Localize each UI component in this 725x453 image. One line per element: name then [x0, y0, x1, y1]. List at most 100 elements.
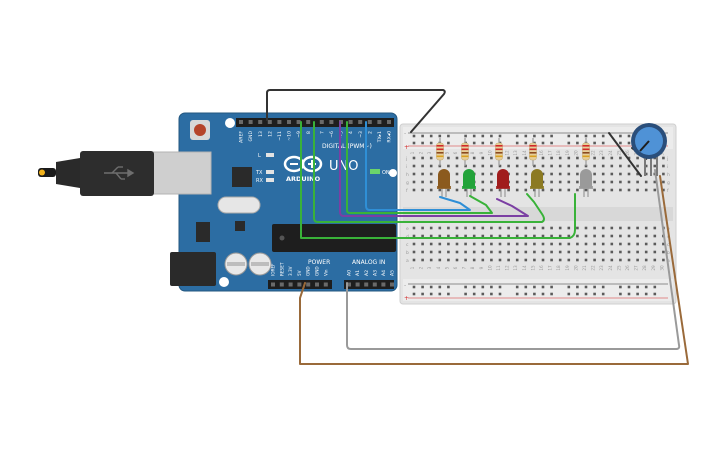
breadboard-hole[interactable]: [576, 234, 579, 238]
breadboard-hole[interactable]: [481, 156, 485, 160]
breadboard-hole[interactable]: [524, 164, 528, 168]
breadboard-hole[interactable]: [515, 226, 519, 230]
led-1[interactable]: [438, 169, 450, 188]
breadboard-hole[interactable]: [464, 188, 467, 192]
rail-hole[interactable]: [438, 134, 442, 138]
breadboard-hole[interactable]: [455, 172, 459, 176]
breadboard-hole[interactable]: [438, 226, 442, 230]
breadboard-hole[interactable]: [421, 234, 424, 238]
breadboard-hole[interactable]: [412, 226, 416, 230]
breadboard-hole[interactable]: [550, 226, 553, 230]
header-pin[interactable]: [358, 120, 363, 124]
breadboard-hole[interactable]: [619, 188, 622, 192]
breadboard-hole[interactable]: [515, 180, 519, 184]
header-pin[interactable]: [323, 282, 328, 287]
breadboard-hole[interactable]: [438, 188, 442, 192]
rail-hole[interactable]: [524, 141, 528, 145]
breadboard-hole[interactable]: [593, 156, 596, 160]
breadboard-hole[interactable]: [550, 180, 553, 184]
breadboard-hole[interactable]: [644, 234, 648, 238]
rail-hole[interactable]: [481, 292, 485, 296]
breadboard-hole[interactable]: [498, 250, 502, 254]
breadboard-hole[interactable]: [601, 250, 605, 254]
breadboard-hole[interactable]: [627, 250, 631, 254]
rail-hole[interactable]: [593, 285, 596, 289]
header-pin[interactable]: [355, 282, 360, 287]
breadboard-hole[interactable]: [601, 226, 605, 230]
breadboard-hole[interactable]: [472, 164, 476, 168]
rail-hole[interactable]: [541, 292, 545, 296]
breadboard-hole[interactable]: [541, 172, 545, 176]
breadboard-hole[interactable]: [610, 242, 614, 246]
header-pin[interactable]: [364, 282, 369, 287]
breadboard-hole[interactable]: [601, 172, 605, 176]
breadboard-hole[interactable]: [515, 188, 519, 192]
breadboard-hole[interactable]: [593, 188, 596, 192]
header-pin[interactable]: [347, 282, 351, 287]
breadboard-hole[interactable]: [619, 164, 622, 168]
rail-hole[interactable]: [584, 285, 588, 289]
breadboard-hole[interactable]: [507, 226, 510, 230]
breadboard-hole[interactable]: [490, 226, 493, 230]
rail-hole[interactable]: [447, 134, 450, 138]
breadboard-hole[interactable]: [455, 156, 459, 160]
rail-hole[interactable]: [524, 134, 528, 138]
breadboard-hole[interactable]: [524, 242, 528, 246]
rail-hole[interactable]: [576, 285, 579, 289]
breadboard-hole[interactable]: [429, 258, 433, 262]
breadboard-hole[interactable]: [593, 242, 596, 246]
breadboard-hole[interactable]: [541, 258, 545, 262]
breadboard-hole[interactable]: [412, 234, 416, 238]
breadboard-hole[interactable]: [490, 234, 493, 238]
rail-hole[interactable]: [524, 285, 528, 289]
breadboard-hole[interactable]: [490, 242, 493, 246]
wire-blue-led1[interactable]: [365, 121, 471, 211]
breadboard-hole[interactable]: [455, 226, 459, 230]
breadboard-hole[interactable]: [558, 242, 562, 246]
breadboard-hole[interactable]: [610, 258, 614, 262]
breadboard-hole[interactable]: [481, 258, 485, 262]
rail-hole[interactable]: [627, 141, 631, 145]
wire-black-pot[interactable]: [608, 132, 642, 177]
breadboard-hole[interactable]: [524, 234, 528, 238]
rail-hole[interactable]: [576, 141, 579, 145]
rail-hole[interactable]: [464, 285, 467, 289]
breadboard-hole[interactable]: [481, 180, 485, 184]
breadboard-hole[interactable]: [593, 164, 596, 168]
breadboard-hole[interactable]: [429, 180, 433, 184]
breadboard-hole[interactable]: [464, 226, 467, 230]
breadboard-hole[interactable]: [429, 188, 433, 192]
rail-hole[interactable]: [644, 292, 648, 296]
rail-hole[interactable]: [515, 134, 519, 138]
breadboard-hole[interactable]: [653, 234, 657, 238]
rail-hole[interactable]: [601, 134, 605, 138]
breadboard-hole[interactable]: [421, 226, 424, 230]
breadboard-hole[interactable]: [567, 156, 571, 160]
breadboard-hole[interactable]: [576, 156, 579, 160]
rail-hole[interactable]: [567, 141, 571, 145]
breadboard-hole[interactable]: [541, 226, 545, 230]
breadboard-hole[interactable]: [464, 242, 467, 246]
breadboard-hole[interactable]: [541, 156, 545, 160]
rail-hole[interactable]: [550, 134, 553, 138]
rail-hole[interactable]: [429, 292, 433, 296]
breadboard-hole[interactable]: [558, 180, 562, 184]
rail-hole[interactable]: [421, 134, 424, 138]
header-pin[interactable]: [297, 282, 302, 287]
breadboard-hole[interactable]: [550, 234, 553, 238]
rail-hole[interactable]: [576, 292, 579, 296]
breadboard-hole[interactable]: [662, 242, 665, 246]
breadboard-hole[interactable]: [412, 258, 416, 262]
rail-hole[interactable]: [490, 292, 493, 296]
rail-hole[interactable]: [472, 285, 476, 289]
header-pin[interactable]: [377, 120, 382, 124]
rail-hole[interactable]: [653, 285, 657, 289]
breadboard-hole[interactable]: [610, 156, 614, 160]
breadboard-hole[interactable]: [498, 258, 502, 262]
breadboard-hole[interactable]: [550, 164, 553, 168]
rail-hole[interactable]: [429, 134, 433, 138]
rail-hole[interactable]: [619, 134, 622, 138]
header-pin[interactable]: [315, 282, 319, 287]
breadboard-hole[interactable]: [429, 226, 433, 230]
breadboard-hole[interactable]: [515, 156, 519, 160]
